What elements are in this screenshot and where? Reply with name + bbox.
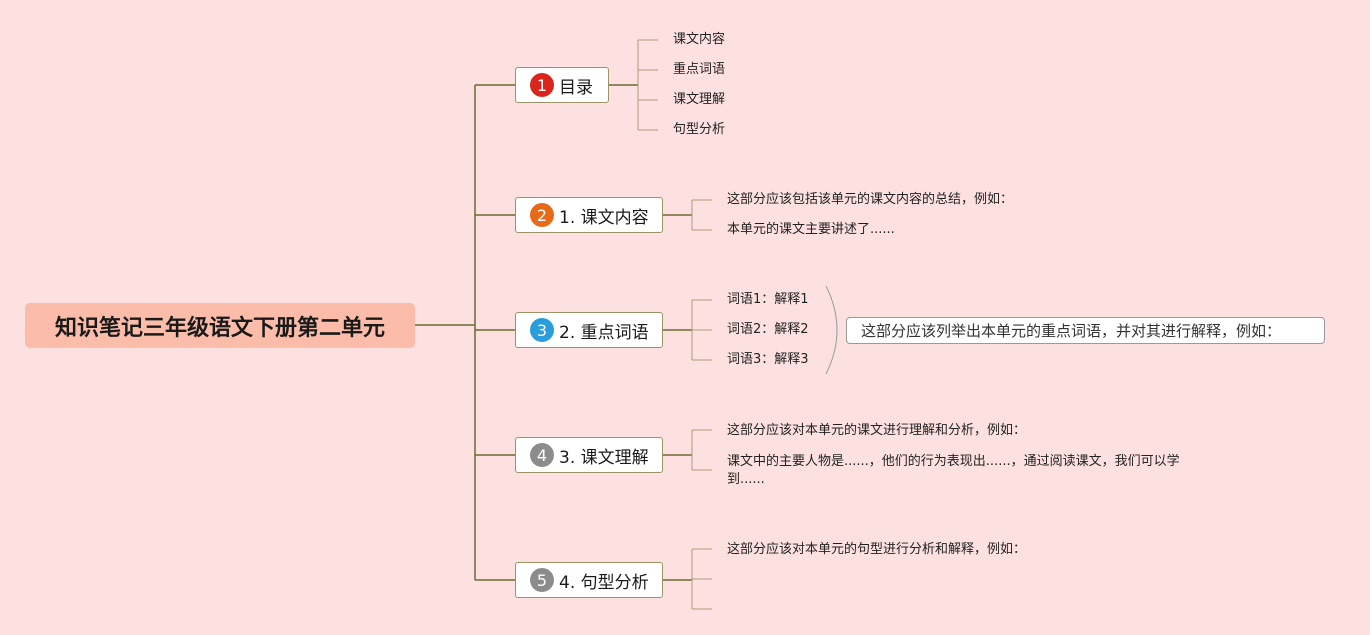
leaf-item[interactable]: 这部分应该对本单元的课文进行理解和分析，例如：: [727, 423, 1027, 438]
leaf-item[interactable]: 课文理解: [673, 92, 726, 107]
summary-callout[interactable]: 这部分应该列举出本单元的重点词语，并对其进行解释，例如：: [846, 317, 1325, 344]
branch-sentence-analysis[interactable]: 5 4. 句型分析: [515, 562, 663, 598]
summary-brace: [825, 285, 838, 375]
leaf-item[interactable]: 这部分应该包括该单元的课文内容的总结，例如：: [727, 192, 1014, 207]
leaf-item[interactable]: 重点词语: [673, 62, 726, 77]
priority-3-icon: 3: [530, 318, 554, 342]
branch-label: 目录: [559, 77, 593, 98]
callout-text: 这部分应该列举出本单元的重点词语，并对其进行解释，例如：: [861, 322, 1282, 340]
leaf-item[interactable]: 这部分应该对本单元的句型进行分析和解释，例如：: [727, 542, 1027, 557]
priority-1-icon: 1: [530, 73, 554, 97]
root-title: 知识笔记三年级语文下册第二单元: [54, 315, 385, 341]
leaf-item[interactable]: 课文内容: [673, 32, 726, 47]
leaf-item[interactable]: 词语3：解释3: [727, 352, 809, 367]
branch-label: 1. 课文内容: [559, 207, 649, 228]
branch-key-words[interactable]: 3 2. 重点词语: [515, 312, 663, 348]
branch-contents[interactable]: 1 目录: [515, 67, 609, 103]
branch-label: 3. 课文理解: [559, 447, 649, 468]
leaf-item[interactable]: 句型分析: [673, 122, 726, 137]
branch-label: 4. 句型分析: [559, 572, 649, 593]
leaf-item[interactable]: 本单元的课文主要讲述了......: [727, 222, 895, 237]
priority-4-icon: 4: [530, 443, 554, 467]
priority-2-icon: 2: [530, 203, 554, 227]
leaf-item[interactable]: 词语2：解释2: [727, 322, 809, 337]
leaf-item[interactable]: 词语1：解释1: [727, 292, 809, 307]
leaf-item[interactable]: 课文中的主要人物是......，他们的行为表现出......，通过阅读课文，我们…: [727, 454, 1180, 487]
branch-lesson-content[interactable]: 2 1. 课文内容: [515, 197, 663, 233]
branch-label: 2. 重点词语: [559, 322, 649, 343]
branch-text-understanding[interactable]: 4 3. 课文理解: [515, 437, 663, 473]
root-topic[interactable]: 知识笔记三年级语文下册第二单元: [25, 303, 415, 348]
priority-5-icon: 5: [530, 568, 554, 592]
